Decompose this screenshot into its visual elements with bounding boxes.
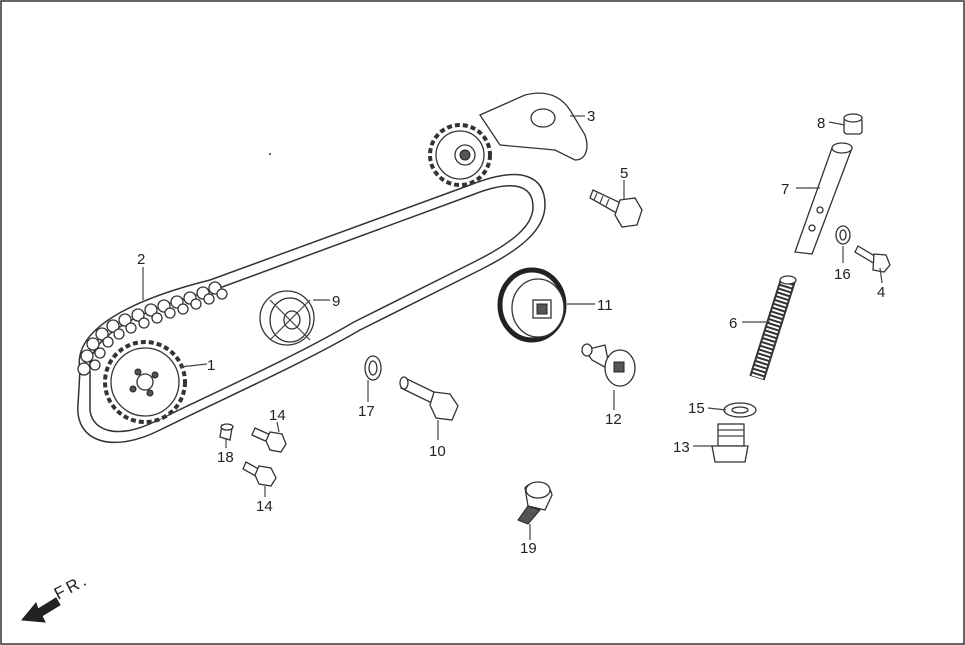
callout-14-lower: 14 bbox=[256, 498, 273, 515]
callout-1: 1 bbox=[207, 357, 215, 374]
callout-13: 13 bbox=[673, 439, 690, 456]
plug-13 bbox=[711, 423, 749, 463]
spring-6 bbox=[749, 275, 797, 381]
dowel-pin-18 bbox=[219, 423, 234, 441]
cam-sprocket-assembly bbox=[428, 92, 588, 187]
callout-7: 7 bbox=[781, 181, 789, 198]
cam-chain bbox=[77, 173, 546, 444]
front-label: FR. bbox=[51, 570, 92, 604]
washer-15 bbox=[723, 402, 757, 418]
callout-17: 17 bbox=[358, 403, 375, 420]
cap-8 bbox=[843, 113, 863, 135]
callout-15: 15 bbox=[688, 400, 705, 417]
crank-sprocket bbox=[103, 340, 187, 424]
tensioner-roller bbox=[497, 267, 567, 343]
callout-5: 5 bbox=[620, 165, 628, 182]
callout-11: 11 bbox=[597, 297, 613, 314]
callout-12: 12 bbox=[605, 411, 622, 428]
callout-2: 2 bbox=[137, 251, 145, 268]
stray-dot bbox=[269, 153, 271, 155]
leader-lines bbox=[142, 115, 883, 540]
pivot-bolt-12 bbox=[581, 343, 636, 387]
callout-10: 10 bbox=[429, 443, 446, 460]
rod-7 bbox=[794, 142, 853, 255]
callout-9: 9 bbox=[332, 293, 340, 310]
callout-6: 6 bbox=[729, 315, 737, 332]
front-direction-indicator: FR. bbox=[21, 570, 92, 623]
callout-19: 19 bbox=[520, 540, 537, 557]
washer-16 bbox=[835, 225, 851, 245]
guide-roller bbox=[259, 290, 315, 346]
bolt-5 bbox=[589, 189, 643, 228]
bolt-4 bbox=[854, 245, 891, 273]
front-arrow-icon bbox=[21, 597, 61, 623]
bolt-14-lower bbox=[242, 461, 277, 487]
chain-links bbox=[77, 281, 228, 376]
callout-8: 8 bbox=[817, 115, 825, 132]
plunger-19 bbox=[517, 481, 553, 525]
callout-3: 3 bbox=[587, 108, 595, 125]
callout-16: 16 bbox=[834, 266, 851, 283]
bolt-10 bbox=[399, 376, 459, 421]
washer-17 bbox=[364, 355, 382, 381]
callout-4: 4 bbox=[877, 284, 885, 301]
callout-14-upper: 14 bbox=[269, 407, 286, 424]
bolt-14-upper bbox=[251, 427, 287, 453]
callout-18: 18 bbox=[217, 449, 234, 466]
